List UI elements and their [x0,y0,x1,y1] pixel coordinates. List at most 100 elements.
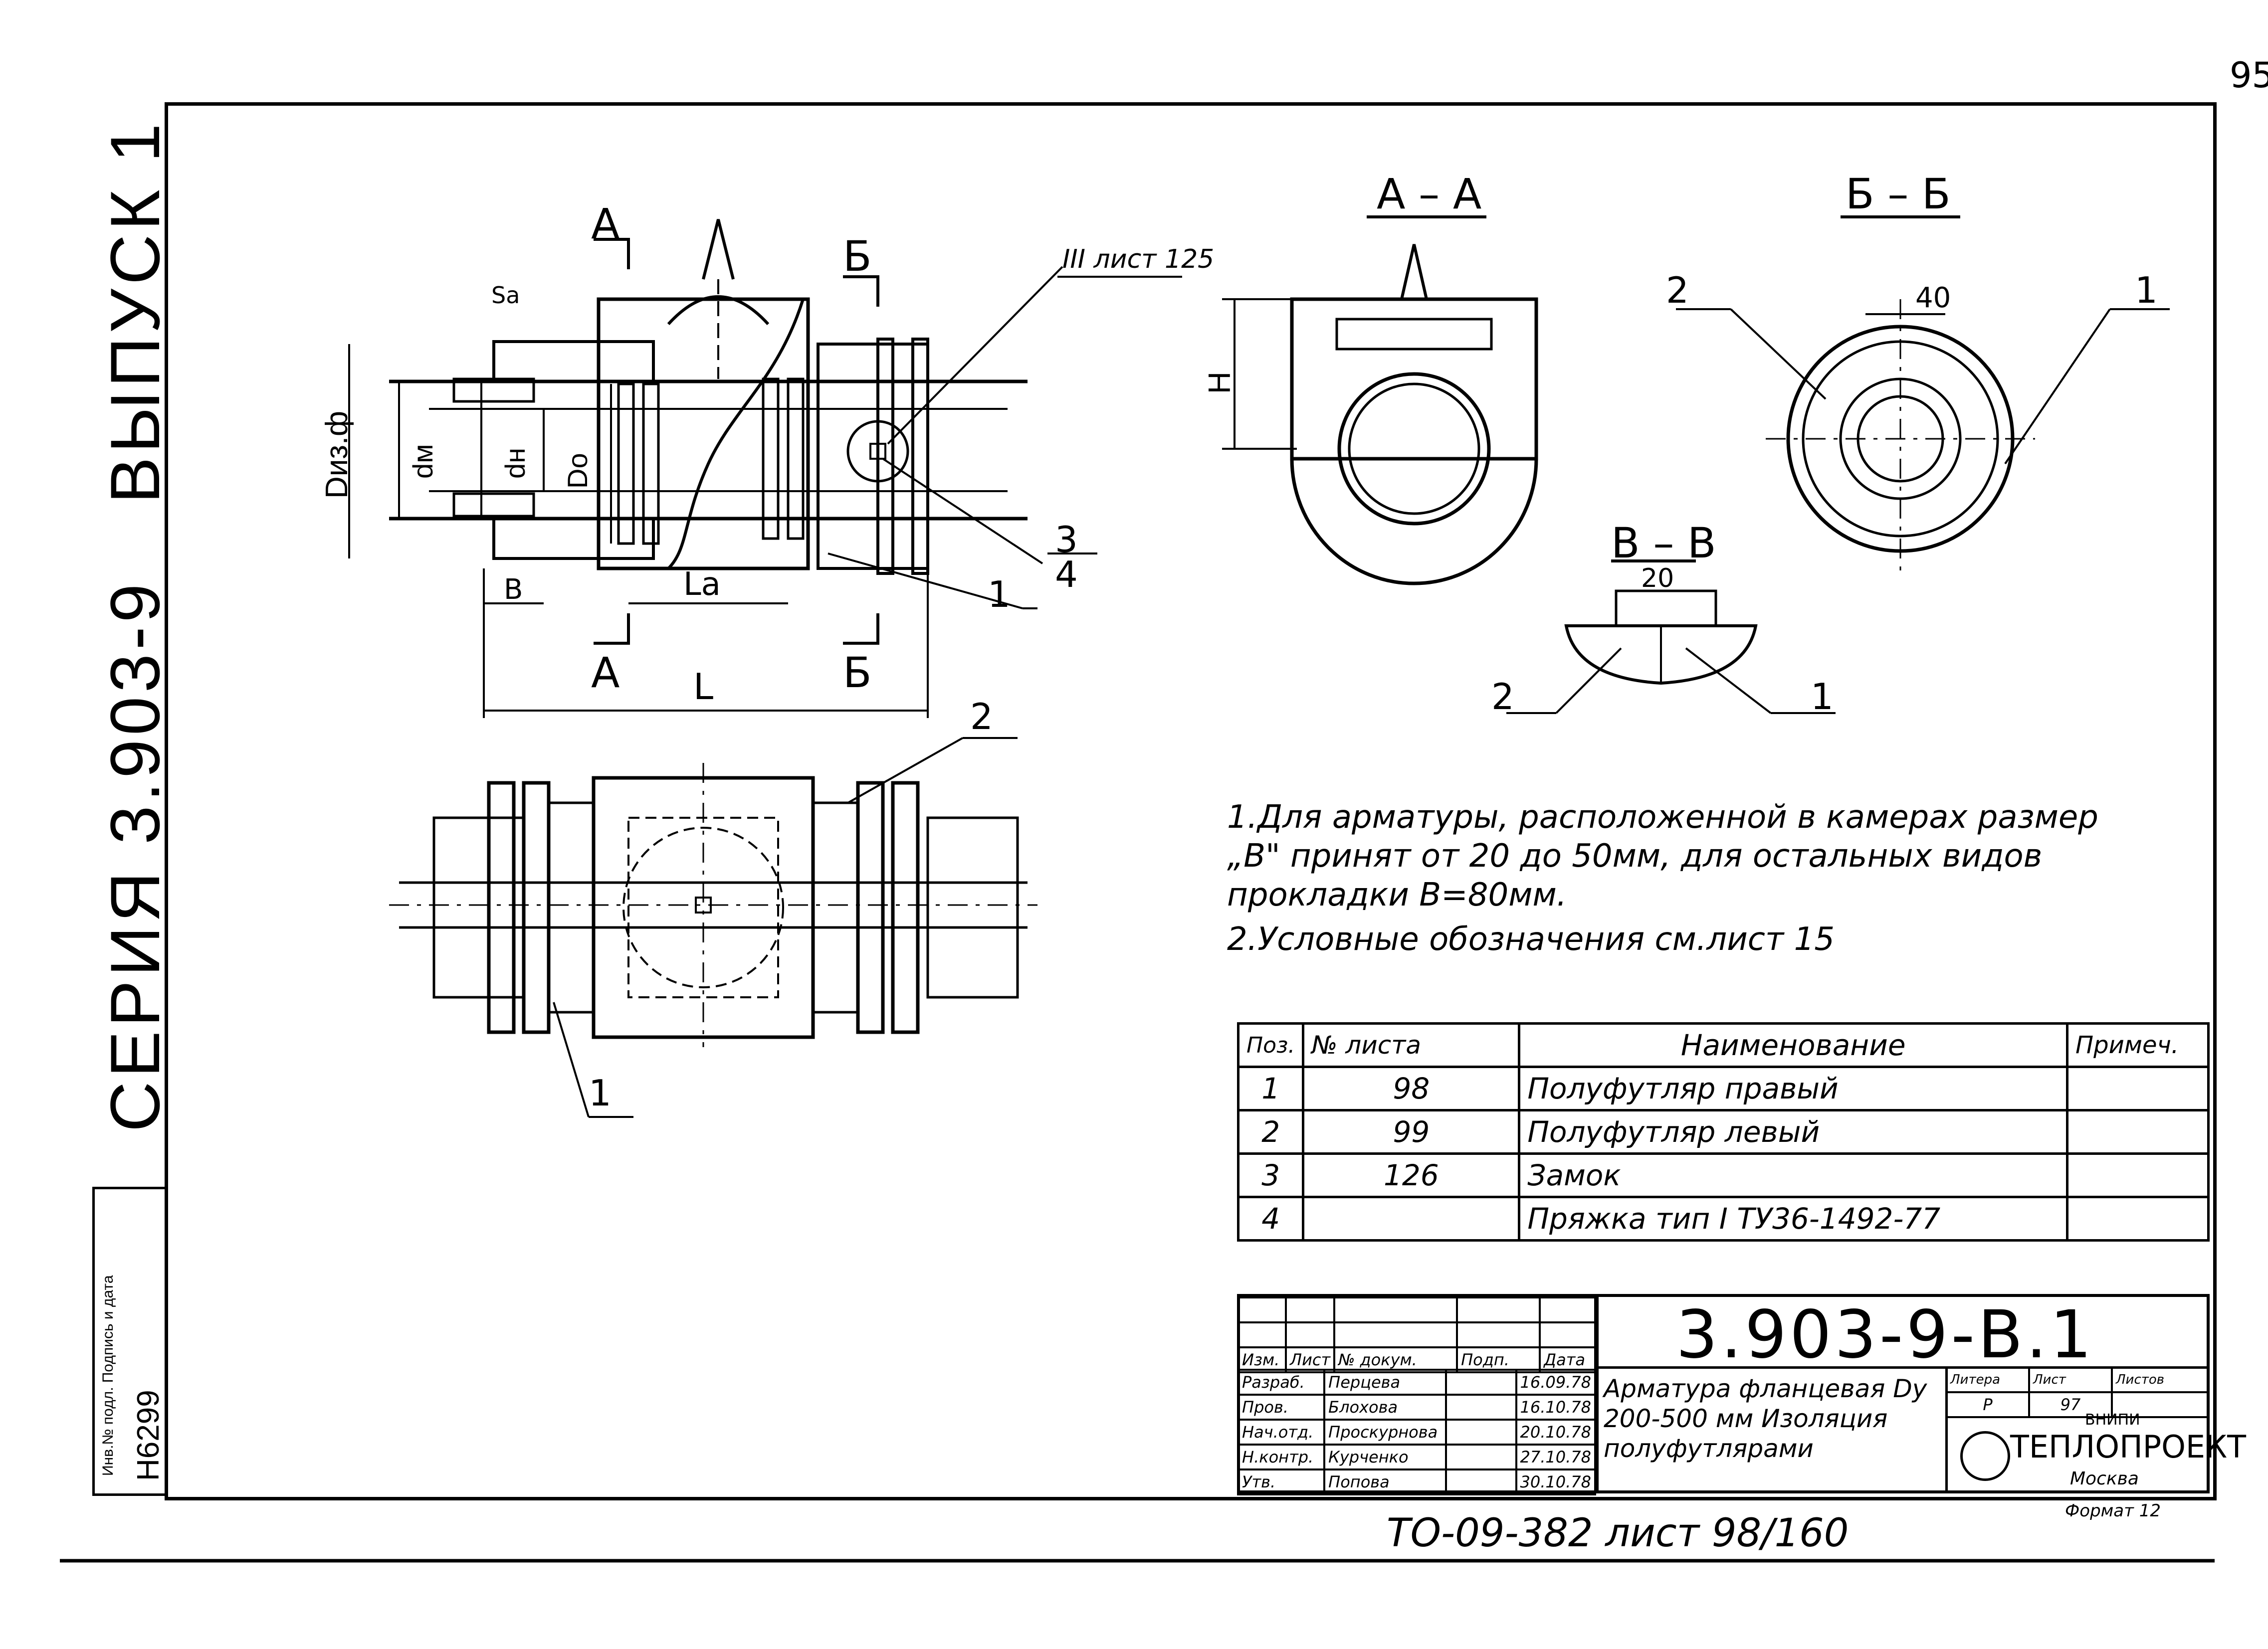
spec-cell: 4 [1237,1196,1305,1242]
spec-row: 1 98 Полуфутляр правый [1237,1066,2210,1111]
format-label: Формат 12 [2065,1501,2161,1521]
signer-role: Н.контр. [1237,1444,1326,1470]
stamp-cell [1539,1321,1596,1348]
pos-2-vv: 2 [1491,676,1514,718]
signer-sign [1445,1419,1517,1446]
drawing-frame [165,102,2217,1500]
org-logo [1960,1431,2010,1481]
spec-header-row: Поз. № листа Наименование Примеч. [1237,1022,2210,1068]
stamp-cell [1539,1296,1596,1323]
spec-cell: 2 [1237,1109,1305,1155]
stamp-cell [1456,1321,1541,1348]
dim-h: Н [1203,371,1237,394]
document-name: Арматура фланцевая Dу 200-500 мм Изоляци… [1604,1374,1927,1463]
spec-row: 3 126 Замок [1237,1152,2210,1198]
sheets-label: Листов [2111,1366,2210,1393]
dim-l: L [693,666,714,708]
spec-cell [2066,1196,2210,1242]
signer-role: Утв. [1237,1468,1326,1495]
dim-b: В [504,573,523,606]
signer-row: Нач.отд.Проскурнова 20.10.78 [1237,1419,1596,1446]
spec-cell: Полуфутляр левый [1518,1109,2068,1155]
org-name: ТЕПЛОПРОЕКТ [2010,1429,2246,1465]
document-code: 3.903-9-В.1 [1676,1296,2095,1373]
stamp-cell [1237,1296,1287,1323]
title-vdivider [1596,1296,1599,1493]
litera-table: Литера Лист Листов Р 97 [1945,1366,2210,1418]
dim-dm: dм [407,444,438,479]
dim-dn: dн [499,447,531,479]
spec-cell: 1 [1237,1066,1305,1111]
signer-date: 27.10.78 [1515,1444,1596,1470]
signer-sign [1445,1468,1517,1495]
litera-value-row: Р 97 [1945,1391,2210,1418]
signer-date: 16.09.78 [1515,1369,1596,1396]
stamp-cell [1284,1296,1336,1323]
stamp-blank-row [1237,1296,1596,1323]
sheets-value [2111,1391,2210,1418]
spec-cell: Замок [1518,1152,2068,1198]
cut-a-bottom: А [591,648,620,697]
spec-row: 4 Пряжка тип I ТУ36-1492-77 [1237,1196,2210,1242]
specification-table: Поз. № листа Наименование Примеч. 1 98 П… [1237,1022,2210,1242]
stamp-cell [1456,1296,1541,1323]
pos-1-side: 1 [988,573,1011,615]
side-view [348,219,1182,718]
spec-cell [1302,1196,1521,1242]
signer-name: Проскурнова [1323,1419,1447,1446]
dim-la: Lа [683,566,721,603]
pos-4-side: 4 [1055,553,1078,595]
spec-cell [2066,1152,2210,1198]
dim-sa: Sа [491,282,520,309]
dim-do: Dо [562,453,593,489]
pos-2-plan: 2 [970,696,993,737]
pos-1-bb: 1 [2135,269,2158,311]
stamp-columns: Изм. Лист № докум. Подп. Дата [1237,1296,1596,1373]
inv-box [92,1187,167,1496]
signer-name: Попова [1323,1468,1447,1495]
litera-label: Литера [1945,1366,2030,1393]
spec-cell: Полуфутляр правый [1518,1066,2068,1111]
page-number: 95 [2230,55,2268,96]
dim-diz: Dиз.ф [320,410,354,499]
litera-value: Р [1945,1391,2030,1418]
signer-name: Блохова [1323,1394,1447,1421]
dim-40: 40 [1915,282,1951,314]
stamp-cell [1237,1321,1287,1348]
spec-cell: 99 [1302,1109,1521,1155]
spec-header-sheet: № листа [1302,1022,1521,1068]
spec-header-note: Примеч. [2066,1022,2210,1068]
signer-date: 20.10.78 [1515,1419,1596,1446]
pos-2-bb: 2 [1666,269,1689,311]
cut-b-bottom: Б [843,648,872,697]
dim-20: 20 [1641,563,1674,593]
section-vv-title: В – В [1611,519,1716,567]
spec-cell: 3 [1237,1152,1305,1198]
org-city: Москва [2070,1468,2139,1489]
stamp-cell [1333,1321,1458,1348]
spec-cell: 126 [1302,1152,1521,1198]
pos-1-vv: 1 [1811,676,1834,718]
stamp-col-doc: № докум. [1333,1346,1458,1373]
signer-role: Пров. [1237,1394,1326,1421]
note-1: 1.Для арматуры, расположенной в камерах … [1227,799,2098,914]
stamp-cell [1333,1296,1458,1323]
cut-b-top: Б [843,232,872,281]
sheet-value: 97 [2028,1391,2113,1418]
title-divider [1596,1366,2210,1369]
section-aa [1222,215,1538,585]
plan-view [389,737,1037,1118]
signer-role: Нач.отд. [1237,1419,1326,1446]
litera-header-row: Литера Лист Листов [1945,1366,2210,1393]
signer-sign [1445,1444,1517,1470]
section-bb-title: Б – Б [1846,170,1951,218]
spec-row: 2 99 Полуфутляр левый [1237,1109,2210,1155]
cut-a-top: А [591,199,620,248]
stamp-header-row: Изм. Лист № докум. Подп. Дата [1237,1346,1596,1373]
